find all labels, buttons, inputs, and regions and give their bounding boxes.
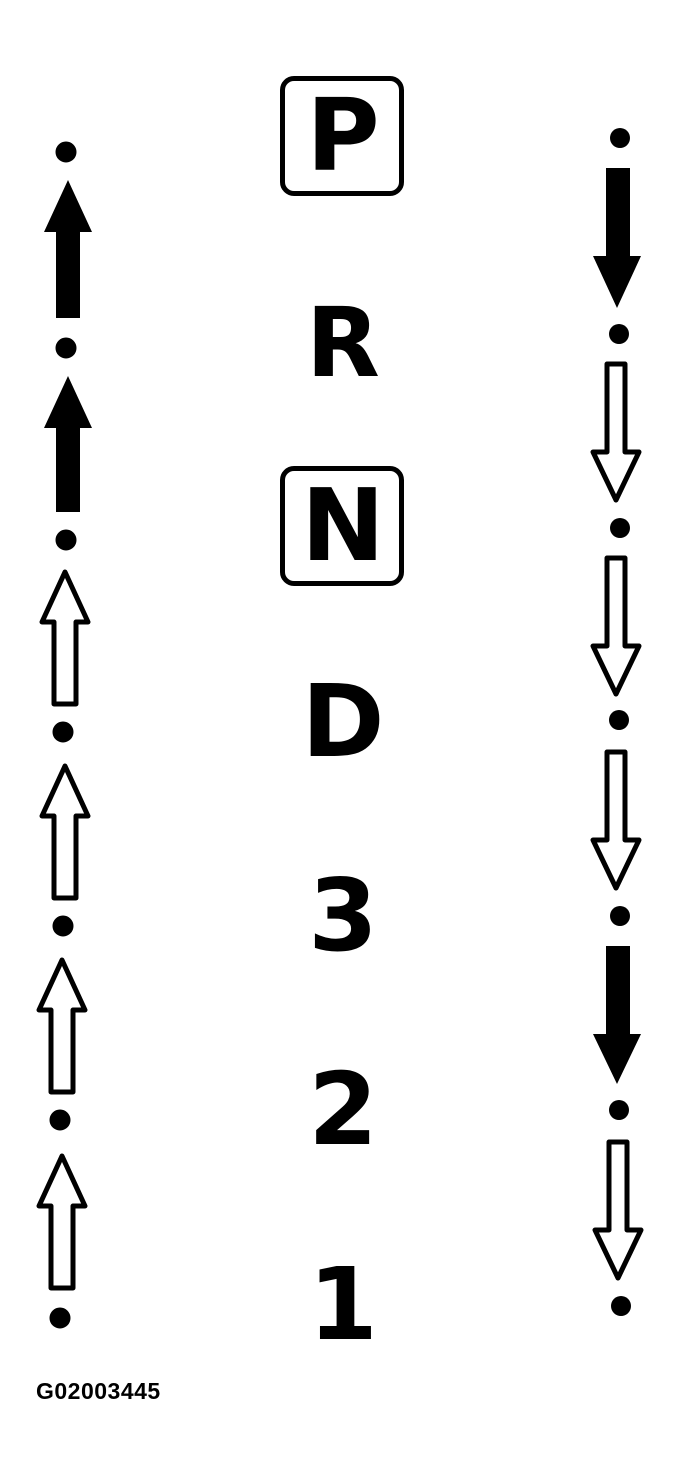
arrow-up-outline-icon [39,569,91,707]
arrow-down-outline-icon [590,749,642,891]
dot-icon [49,1109,71,1131]
dot-icon [49,1307,71,1329]
gear-p-box [280,76,404,196]
dot-icon [610,906,630,926]
dot-icon [610,518,630,538]
dot-icon [52,915,74,937]
dot-icon [55,529,77,551]
gear-p-label: P [306,77,380,194]
gear-1-label: 1 [308,1246,378,1363]
upshift-column [36,141,92,1329]
arrow-down-outline-icon [590,555,642,697]
gear-d-label: D [301,663,385,780]
gear-3-label: 3 [308,857,378,974]
gear-r-label: R [306,287,380,399]
dot-icon [610,128,630,148]
dot-icon [611,1296,631,1316]
arrow-down-outline-icon [592,1139,644,1281]
arrow-down-filled-icon [593,168,641,308]
dot-icon [52,721,74,743]
dot-icon [609,710,629,730]
arrow-up-outline-icon [36,957,88,1095]
dot-icon [55,141,77,163]
gear-n-label: N [301,467,385,584]
figure-id-label: G02003445 [36,1378,161,1404]
arrow-down-filled-icon [593,946,641,1084]
gear-2-label: 2 [308,1051,378,1168]
arrow-down-outline-icon [590,361,642,503]
arrow-up-filled-icon [44,180,92,318]
arrow-up-outline-icon [36,1153,88,1291]
dot-icon [55,337,77,359]
arrow-up-filled-icon [44,376,92,512]
gear-n-box [280,466,404,586]
dot-icon [609,324,629,344]
downshift-column [590,128,644,1316]
dot-icon [609,1100,629,1120]
arrow-up-outline-icon [39,763,91,901]
